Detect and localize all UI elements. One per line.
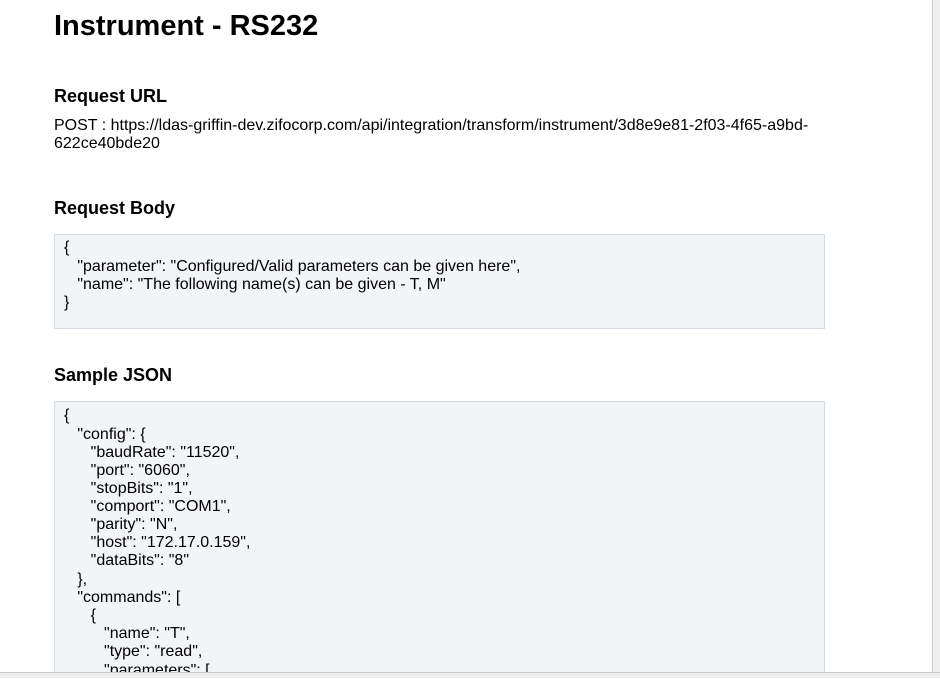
code-line: "name": "The following name(s) can be gi… [64,276,446,293]
code-line: "name": "T", [64,625,190,642]
code-line: { [64,239,70,256]
code-line: "parity": "N", [64,516,178,533]
code-line: "config": { [64,426,146,443]
request-body-code-block: { "parameter": "Configured/Valid paramet… [54,234,825,329]
code-line: "port": "6060", [64,462,190,479]
code-line: { [64,407,70,424]
code-line: "dataBits": "8" [64,552,189,569]
code-line: { [64,607,97,624]
code-line: "commands": [ [64,589,181,606]
viewer-bottom-edge [0,672,940,678]
sample-json-heading: Sample JSON [54,365,173,385]
request-url-text: POST : https://ldas-griffin-dev.zifocorp… [54,117,809,152]
code-line: "parameters": [ [64,662,210,672]
code-line: } [64,294,70,311]
code-line: "host": "172.17.0.159", [64,534,251,551]
page-title: Instrument - RS232 [54,10,319,42]
request-url-heading: Request URL [54,86,168,106]
request-body-heading: Request Body [54,198,176,218]
code-line: "baudRate": "11520", [64,444,240,461]
code-line: }, [64,571,88,588]
code-line: "stopBits": "1", [64,480,193,497]
code-line: "comport": "COM1", [64,498,231,515]
code-line: "type": "read", [64,643,203,660]
viewer-right-edge [932,0,940,677]
sample-json-code-block: { "config": { "baudRate": "11520", "port… [54,401,825,672]
code-line: "parameter": "Configured/Valid parameter… [64,258,521,275]
